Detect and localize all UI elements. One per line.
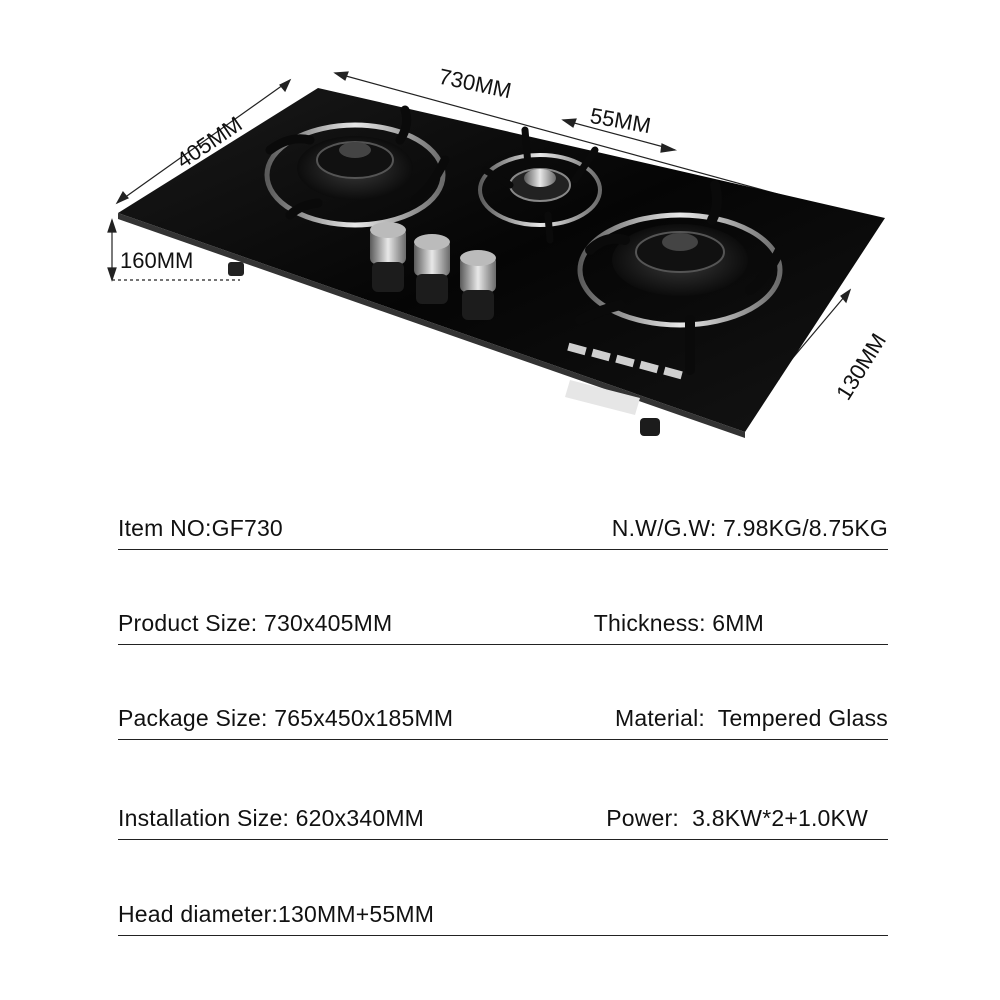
- product-size: Product Size: 730x405MM: [118, 610, 393, 636]
- gas-stove-figure: 730MM 405MM 55MM 160MM 130MM: [107, 64, 891, 438]
- divider: [118, 839, 888, 840]
- spec-row-3: Package Size: 765x450x185MM Material: Te…: [118, 700, 888, 740]
- label-plate: [565, 380, 640, 415]
- left-burner: [264, 105, 450, 228]
- weight: N.W/G.W: 7.98KG/8.75KG: [611, 515, 888, 541]
- power: Power: 3.8KW*2+1.0KW: [606, 805, 868, 831]
- divider: [118, 935, 888, 936]
- spec-row-1: Item NO:GF730 N.W/G.W: 7.98KG/8.75KG: [118, 510, 888, 550]
- control-knobs: [370, 222, 496, 320]
- spec-row-5: Head diameter:130MM+55MM: [118, 896, 888, 936]
- divider: [118, 644, 888, 645]
- knob-right: [460, 250, 496, 320]
- divider: [118, 739, 888, 740]
- small-head-dimension-label: 55MM: [588, 103, 653, 138]
- material: Material: Tempered Glass: [614, 705, 888, 731]
- right-burner: [575, 180, 785, 375]
- length-dimension-label: 730MM: [437, 64, 514, 104]
- head-diameter: Head diameter:130MM+55MM: [118, 901, 435, 927]
- knob-middle: [414, 234, 450, 304]
- spec-row-2: Product Size: 730x405MM Thickness: 6MM: [118, 605, 888, 645]
- divider: [118, 549, 888, 550]
- height-dimension-label: 160MM: [120, 248, 193, 273]
- front-panel-icons: [567, 342, 683, 380]
- large-head-dimension-label: 130MM: [831, 329, 891, 404]
- thickness: Thickness: 6MM: [593, 610, 764, 636]
- package-size: Package Size: 765x450x185MM: [118, 705, 454, 731]
- item-number: Item NO:GF730: [118, 515, 283, 541]
- installation-size: Installation Size: 620x340MM: [118, 805, 425, 831]
- middle-burner: [478, 126, 602, 244]
- knob-left: [370, 222, 406, 292]
- spec-row-4: Installation Size: 620x340MM Power: 3.8K…: [118, 800, 888, 840]
